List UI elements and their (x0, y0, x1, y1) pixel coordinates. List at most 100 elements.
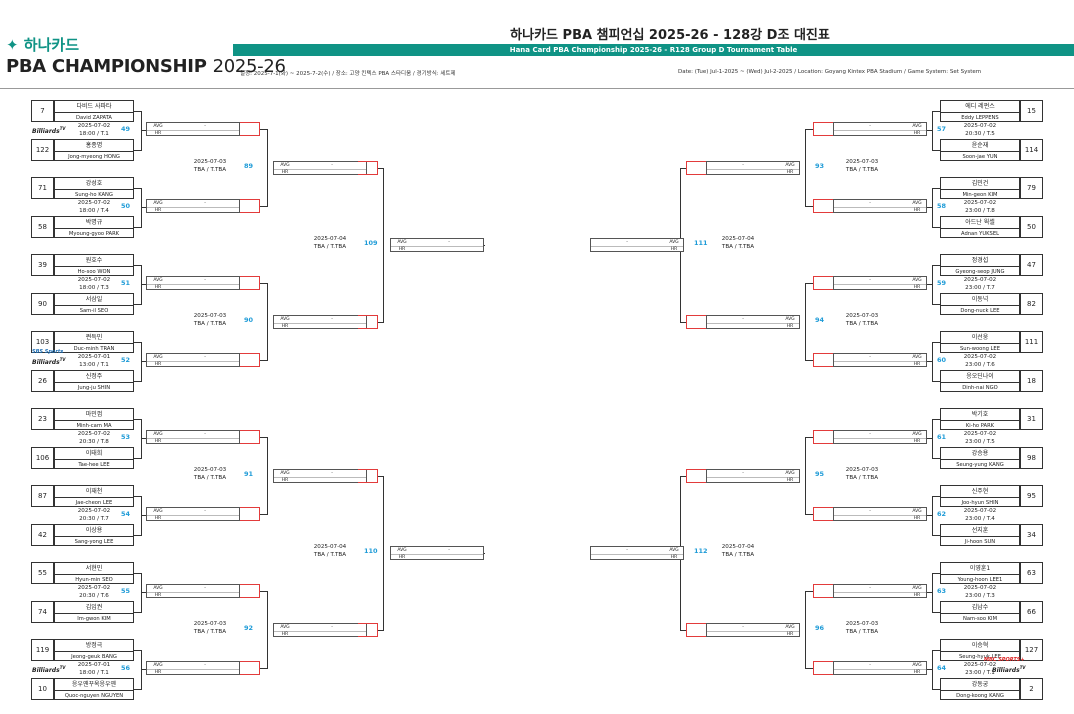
winner-slot[interactable] (240, 276, 260, 290)
winner-slot[interactable] (240, 430, 260, 444)
score-box[interactable]: AVG-HR (146, 353, 240, 367)
player-name-kr: 강승용 (971, 450, 989, 457)
score-box[interactable]: AVG-HR (146, 122, 240, 136)
hr-label: HR (398, 555, 406, 560)
score-box[interactable]: AVG-HR (390, 238, 484, 252)
winner-slot[interactable] (686, 623, 706, 637)
winner-slot[interactable] (813, 122, 833, 136)
bracket-line (932, 304, 940, 305)
score-box[interactable]: AVG-HR (146, 584, 240, 598)
winner-slot[interactable] (686, 315, 706, 329)
winner-slot[interactable] (240, 122, 260, 136)
winner-slot[interactable] (358, 161, 378, 175)
winner-slot[interactable] (240, 353, 260, 367)
winner-slot[interactable] (686, 469, 706, 483)
winner-slot[interactable] (813, 584, 833, 598)
avg-label: AVG (912, 201, 922, 206)
winner-slot[interactable] (240, 661, 260, 675)
winner-slot[interactable] (813, 507, 833, 521)
bracket-line (805, 129, 813, 130)
avg-value: - (869, 663, 871, 668)
winner-slot[interactable] (240, 584, 260, 598)
score-box[interactable]: AVG-HR (390, 546, 484, 560)
winner-slot[interactable] (358, 315, 378, 329)
avg-label: AVG (785, 163, 795, 168)
player-seed: 26 (31, 370, 54, 392)
winner-slot[interactable] (240, 199, 260, 213)
avg-label: AVG (785, 625, 795, 630)
score-box[interactable]: AVG-HR (273, 161, 367, 175)
winner-slot[interactable] (813, 353, 833, 367)
score-box[interactable]: AVG-HR (146, 661, 240, 675)
score-box[interactable]: AVG-HR (273, 623, 367, 637)
winner-slot[interactable] (358, 623, 378, 637)
player-seed: 122 (31, 139, 54, 161)
winner-slot[interactable] (686, 161, 706, 175)
score-box[interactable]: AVG-HR (146, 276, 240, 290)
player-name-kr: 김민건 (971, 180, 989, 187)
winner-slot[interactable] (813, 430, 833, 444)
match-number: 56 (121, 664, 131, 672)
winner-slot[interactable] (813, 661, 833, 675)
score-box[interactable]: AVG-HR (146, 430, 240, 444)
score-box[interactable]: AVG-HR (273, 315, 367, 329)
hr-label: HR (913, 362, 921, 367)
score-box[interactable]: AVG-HR (146, 507, 240, 521)
winner-slot[interactable] (813, 199, 833, 213)
winner-slot[interactable] (358, 469, 378, 483)
avg-value: - (204, 509, 206, 514)
bracket-line (141, 438, 147, 439)
winner-slot[interactable] (240, 507, 260, 521)
winner-slot[interactable] (813, 276, 833, 290)
player-seed: 98 (1020, 447, 1043, 469)
score-box[interactable]: AVG-HR (273, 469, 367, 483)
score-box[interactable]: AVG-HR (146, 199, 240, 213)
